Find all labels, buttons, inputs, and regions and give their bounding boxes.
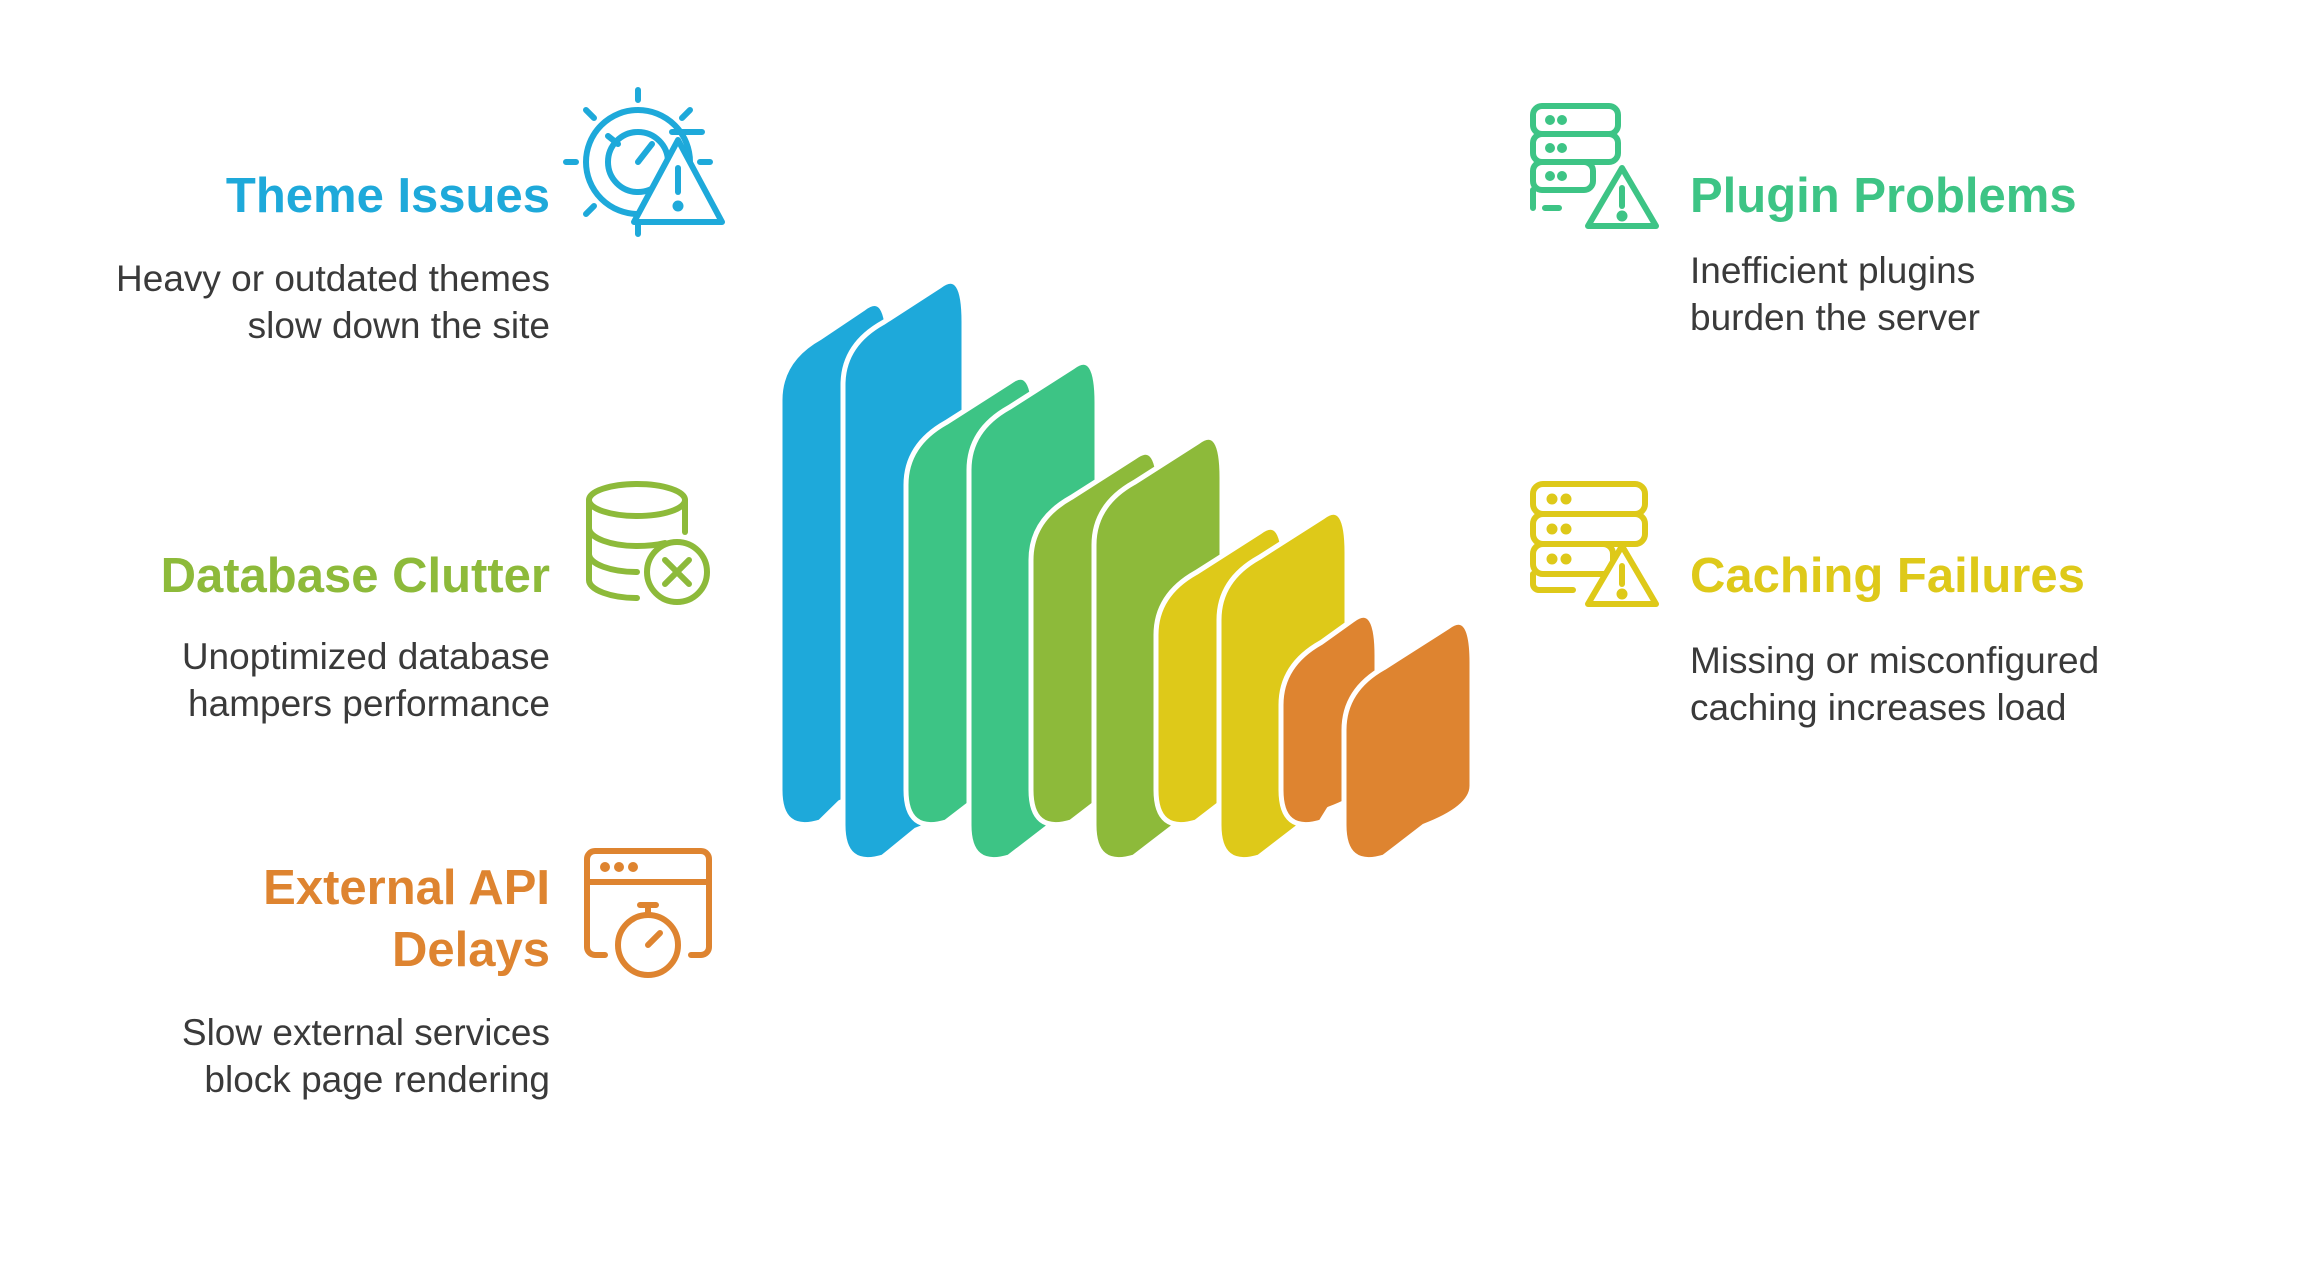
database-x-icon — [586, 481, 710, 605]
plugin-problems-block: Plugin Problems Inefficient plugins burd… — [1690, 165, 2110, 341]
theme-issues-desc: Heavy or outdated themes slow down the s… — [116, 258, 550, 346]
caching-failures-title: Caching Failures — [1690, 549, 2085, 603]
caching-failures-block: Caching Failures Missing or misconfigure… — [1690, 545, 2110, 731]
external-api-delays-block: External API Delays Slow external servic… — [182, 857, 550, 1103]
database-clutter-desc: Unoptimized database hampers performance — [181, 636, 550, 724]
plugin-problems-title: Plugin Problems — [1690, 169, 2077, 223]
theme-issues-block: Theme Issues Heavy or outdated themes sl… — [60, 165, 550, 349]
orange-slab-front — [1341, 619, 1475, 863]
plugin-problems-desc: Inefficient plugins burden the server — [1690, 250, 1981, 338]
caching-failures-desc: Missing or misconfigured caching increas… — [1690, 640, 2100, 728]
external-api-delays-desc: Slow external services block page render… — [181, 1012, 550, 1100]
database-clutter-block: Database Clutter Unoptimized database ha… — [60, 545, 550, 727]
slab-stack — [777, 278, 1475, 863]
browser-stopwatch-icon — [584, 848, 712, 978]
database-clutter-title: Database Clutter — [160, 549, 550, 603]
gear-speedometer-warning-icon — [563, 87, 725, 237]
external-api-delays-title: External API Delays — [263, 861, 550, 977]
theme-issues-title: Theme Issues — [225, 169, 550, 223]
server-warning-icon — [1530, 481, 1659, 607]
server-warning-icon — [1530, 103, 1659, 229]
